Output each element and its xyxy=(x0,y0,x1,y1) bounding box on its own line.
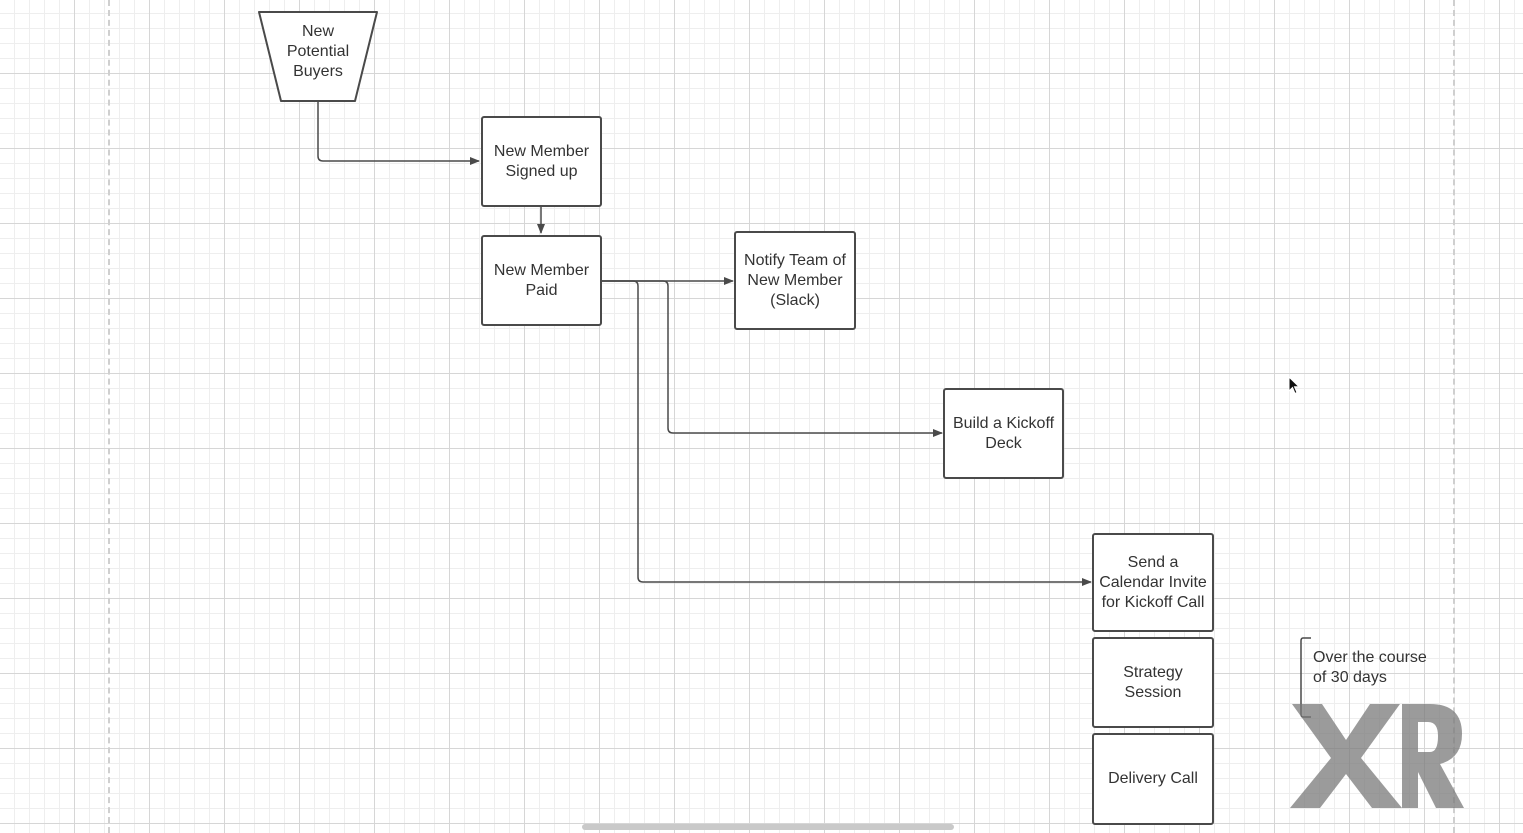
page-boundary-left xyxy=(108,0,110,833)
node-label: Send a Calendar Invite for Kickoff Call xyxy=(1099,553,1207,611)
trapezoid-shape xyxy=(258,11,378,102)
node-new-member-paid[interactable]: New Member Paid xyxy=(481,235,602,326)
note-over-30-days[interactable]: Over the course of 30 days xyxy=(1313,649,1427,686)
horizontal-scrollbar[interactable] xyxy=(582,824,954,830)
node-build-kickoff-deck[interactable]: Build a Kickoff Deck xyxy=(943,388,1064,479)
node-new-potential-buyers[interactable]: New Potential Buyers xyxy=(286,23,350,80)
page-boundary-right xyxy=(1453,0,1455,833)
connector-paid-to-kickoff-deck xyxy=(602,280,943,437)
connector-buyers-to-signed-up xyxy=(317,101,480,165)
node-delivery-call[interactable]: Delivery Call xyxy=(1092,733,1214,825)
node-label: Strategy Session xyxy=(1123,663,1183,701)
node-notify-team[interactable]: Notify Team of New Member (Slack) xyxy=(734,231,856,330)
node-label: Build a Kickoff Deck xyxy=(952,414,1055,452)
node-send-calendar-invite[interactable]: Send a Calendar Invite for Kickoff Call xyxy=(1092,533,1214,632)
node-new-member-signed-up[interactable]: New Member Signed up xyxy=(481,116,602,207)
node-label: Delivery Call xyxy=(1108,770,1198,787)
node-label: New Member Paid xyxy=(493,261,590,299)
node-label: Notify Team of New Member (Slack) xyxy=(744,251,846,309)
node-label: New Member Signed up xyxy=(493,142,590,180)
node-strategy-session[interactable]: Strategy Session xyxy=(1092,637,1214,728)
mouse-cursor-icon xyxy=(1288,376,1301,395)
xr-watermark-logo xyxy=(1290,704,1464,808)
connector-paid-to-calendar-invite xyxy=(602,280,1092,586)
